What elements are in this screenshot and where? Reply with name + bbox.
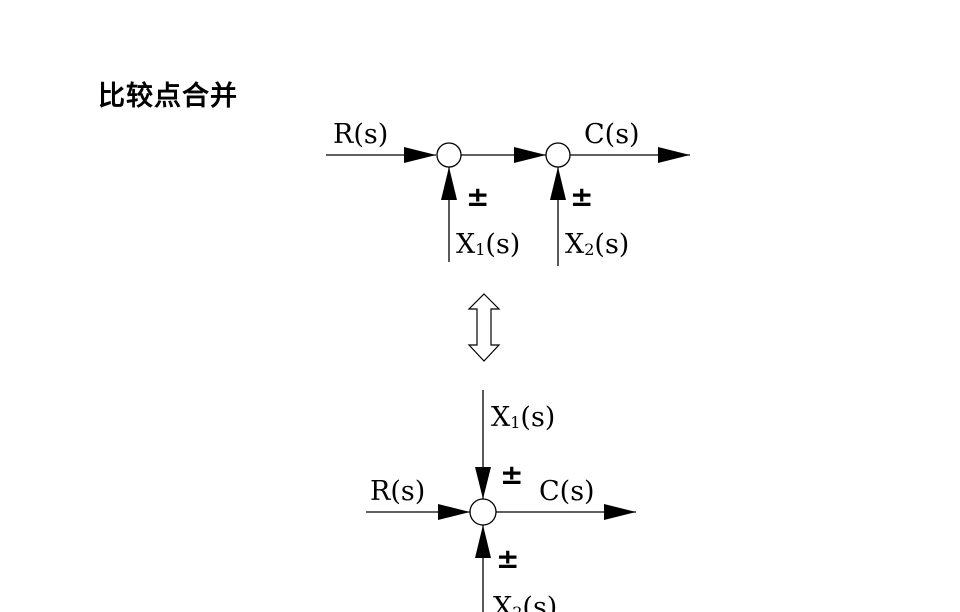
bottom-diagram: R(s) C(s) X1(s) ± ± X2(s) — [366, 390, 636, 612]
equivalence-arrow-icon — [467, 293, 501, 362]
bottom-output-label: C(s) — [539, 476, 595, 507]
top-output-label: C(s) — [584, 119, 640, 150]
bottom-sign-top: ± — [500, 458, 523, 491]
top-x2-arrowhead — [550, 167, 566, 200]
bottom-sign-bottom: ± — [496, 542, 519, 575]
top-sign-1: ± — [466, 180, 489, 213]
top-summing-junction-1 — [436, 142, 462, 168]
bottom-input-arrowhead — [438, 504, 470, 520]
top-input-label: R(s) — [333, 119, 388, 150]
top-x1-arrowhead — [441, 167, 457, 200]
top-x1-label: X1(s) — [456, 229, 520, 260]
page-title: 比较点合并 — [98, 81, 238, 112]
bottom-x1-label: X1(s) — [491, 402, 555, 433]
bottom-input-label: R(s) — [370, 476, 425, 507]
top-diagram: R(s) C(s) ± ± X1(s) X2(s) — [326, 119, 690, 266]
top-x2-label: X2(s) — [565, 229, 629, 260]
bottom-x2-label: X2(s) — [493, 592, 557, 612]
bottom-output-arrowhead — [604, 504, 636, 520]
top-output-arrowhead — [658, 147, 690, 163]
bottom-x1-arrowhead — [475, 467, 491, 499]
top-summing-junction-2 — [545, 142, 571, 168]
bottom-summing-junction — [469, 498, 497, 526]
top-sign-2: ± — [570, 180, 593, 213]
top-input-arrowhead — [404, 147, 436, 163]
top-mid-arrowhead — [514, 147, 546, 163]
bottom-x2-arrowhead — [475, 525, 491, 558]
